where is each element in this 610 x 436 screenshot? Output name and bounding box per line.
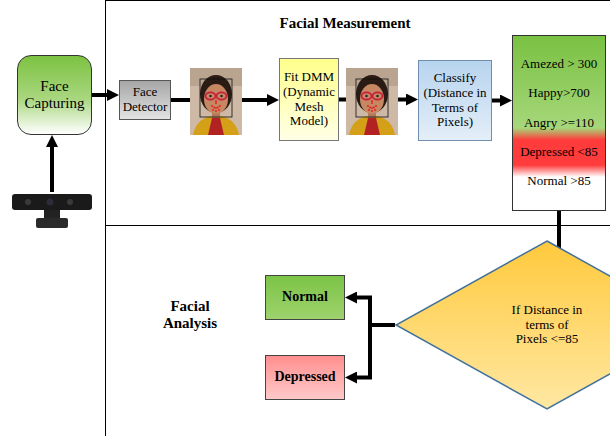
result-label: Depressed [274,369,335,385]
result-label: Normal [282,289,328,305]
criteria-line: Angry >=110 [524,116,594,131]
flow-arrow [351,298,395,326]
process-box: Fit DMM (Dynamic Mesh Model) [279,58,339,141]
capture-box: Face Capturing [17,55,92,135]
result-box: Normal [265,275,345,320]
criteria-line: Happy>700 [528,86,590,101]
process-box: Face Detector [119,80,171,120]
panel-title: Facial Measurement [245,15,445,32]
kinect-camera [12,194,92,228]
decision-text: If Distance in terms of Pixels <=85 [509,303,585,348]
box-label: Face Detector [123,85,168,115]
result-box: Depressed [265,355,345,400]
criteria-box: Amezed > 300Happy>700Angry >=110Depresse… [512,35,606,211]
flow-arrow [351,325,395,378]
criteria-line: Normal >85 [527,174,590,189]
flow-arrow [492,99,506,103]
flow-arrow [339,98,412,102]
panel-title: Facial Analysis [150,298,230,333]
flow-arrow [171,98,273,102]
diamond-outline [395,240,610,410]
camera-arrow [50,141,54,192]
criteria-line: Depressed <85 [520,145,598,160]
box-label: Fit DMM (Dynamic Mesh Model) [283,70,335,130]
criteria-line: Amezed > 300 [521,57,598,72]
measurement-panel: Facial MeasurementFace Detector Fit DMM (… [105,0,610,226]
face-photo [190,68,242,135]
box-label: Face Capturing [21,78,88,113]
decision-diamond: If Distance in terms of Pixels <=85 [395,240,610,410]
flow-arrow [92,93,113,97]
process-box: Classify (Distance in Terms of Pixels) [418,60,492,141]
box-label: Classify (Distance in Terms of Pixels) [422,71,488,131]
face-photo [346,68,398,135]
analysis-panel: Facial Analysis If Distance in terms of P… [105,225,610,436]
